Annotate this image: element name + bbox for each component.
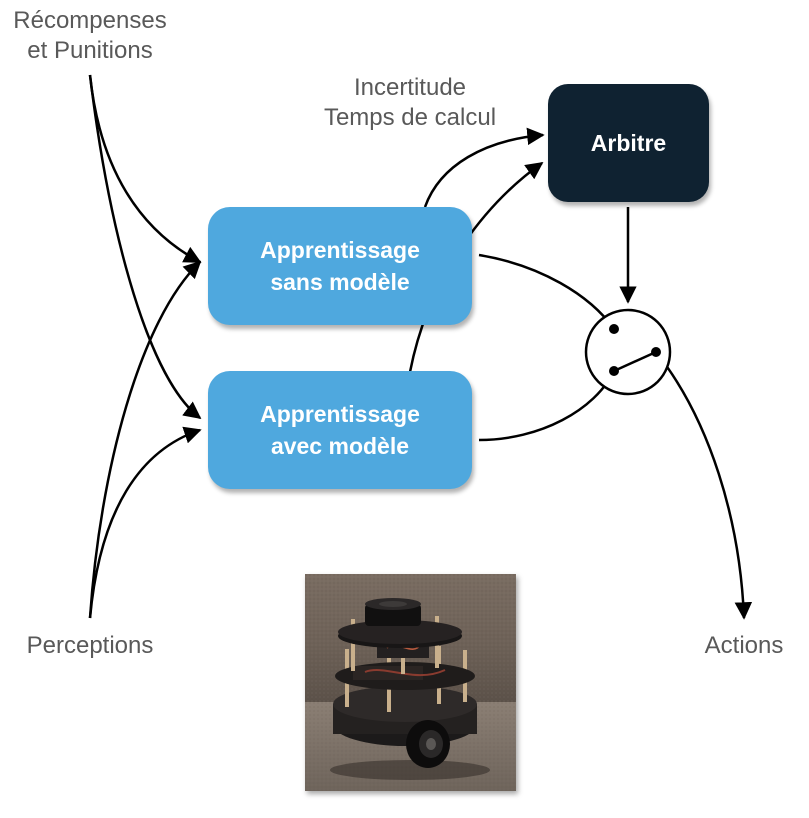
perceptions-label: Perceptions (0, 631, 180, 661)
perceptions-label-text: Perceptions (26, 632, 154, 659)
switch-contact-model-free (609, 324, 619, 334)
selector-switch (584, 308, 672, 396)
model-free-output-line (478, 253, 616, 330)
switch-contact-model-based (609, 366, 619, 376)
model-based-learning-box: Apprentissage avec modèle (208, 371, 472, 489)
uncertainty-label-line1: Incertitude (353, 74, 467, 101)
model-free-learning-box: Apprentissage sans modèle (208, 207, 472, 325)
model-based-output-line (478, 370, 616, 442)
switch-to-actions-arrow (655, 351, 753, 620)
rewards-label: Récompenses et Punitions (0, 6, 180, 66)
reward-to-model-based-arrow (88, 74, 202, 420)
robot-illustration (305, 574, 516, 791)
actions-label-text: Actions (704, 632, 784, 659)
perception-to-model-based-arrow (88, 426, 202, 619)
model-based-line1: Apprentissage (260, 401, 420, 427)
uncertainty-label: Incertitude Temps de calcul (300, 73, 520, 133)
perception-to-model-free-arrow (88, 260, 202, 619)
rewards-label-line2: et Punitions (27, 37, 153, 64)
uncertainty-label-line2: Temps de calcul (323, 104, 497, 131)
rewards-label-line1: Récompenses (13, 7, 167, 34)
reward-to-model-free-arrow (88, 74, 202, 264)
model-free-line1: Apprentissage (260, 237, 420, 263)
actions-label: Actions (680, 631, 808, 661)
arbiter-box: Arbitre (548, 84, 709, 202)
arbiter-label: Arbitre (590, 130, 667, 156)
robot-photo (305, 574, 516, 791)
model-free-line2: sans modèle (270, 269, 410, 295)
model-based-line2: avec modèle (270, 433, 410, 459)
switch-pivot (651, 347, 661, 357)
model-free-to-arbiter-arrow (423, 127, 545, 208)
